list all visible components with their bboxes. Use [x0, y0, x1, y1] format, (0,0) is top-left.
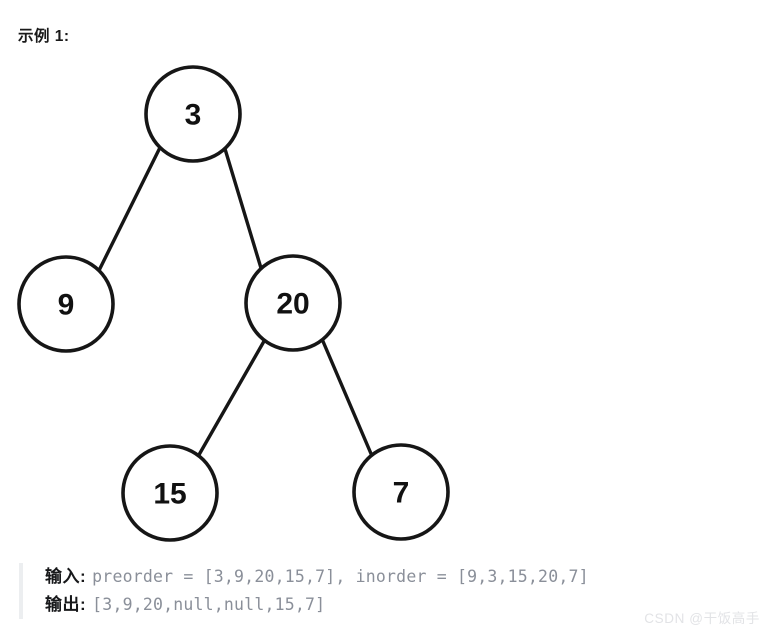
input-value: preorder = [3,9,20,15,7], inorder = [9,3… — [92, 567, 589, 586]
binary-tree-figure: 3 9 20 15 7 — [0, 55, 500, 545]
tree-node-20: 20 — [244, 254, 342, 352]
node-label: 20 — [276, 288, 309, 321]
edge-20-15 — [196, 338, 267, 458]
edge-3-20 — [223, 146, 263, 271]
output-line: 输出: [3,9,20,null,null,15,7] — [45, 591, 759, 619]
node-label: 7 — [393, 477, 410, 510]
node-label: 3 — [185, 99, 202, 132]
input-line: 输入: preorder = [3,9,20,15,7], inorder = [… — [45, 563, 759, 591]
tree-node-3: 3 — [144, 65, 242, 163]
edge-20-7 — [320, 337, 374, 458]
node-circle — [244, 254, 342, 352]
page-title: 示例 1: — [18, 28, 70, 45]
tree-edges — [97, 146, 374, 458]
output-value: [3,9,20,null,null,15,7] — [92, 595, 326, 614]
tree-node-9: 9 — [17, 255, 115, 353]
node-circle — [17, 255, 115, 353]
node-circle — [144, 65, 242, 163]
tree-svg: 3 9 20 15 7 — [17, 65, 450, 542]
csdn-watermark: CSDN @干饭高手 — [644, 611, 760, 626]
tree-nodes: 3 9 20 15 7 — [17, 65, 450, 542]
node-label: 9 — [58, 289, 75, 322]
node-circle — [121, 444, 219, 542]
tree-node-7: 7 — [352, 443, 450, 541]
node-label: 15 — [153, 478, 186, 511]
node-circle — [352, 443, 450, 541]
tree-node-15: 15 — [121, 444, 219, 542]
edge-3-9 — [97, 147, 162, 271]
input-label: 输入: — [45, 567, 87, 586]
output-label: 输出: — [45, 595, 87, 614]
io-blockquote: 输入: preorder = [3,9,20,15,7], inorder = [… — [19, 563, 759, 619]
